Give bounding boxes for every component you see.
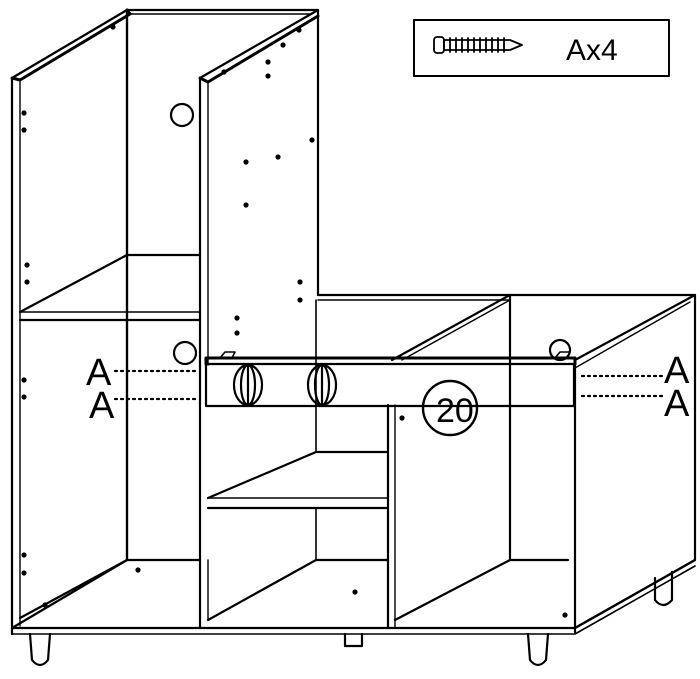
callout-left-lower: A bbox=[89, 385, 115, 427]
leg-front-right bbox=[526, 632, 550, 667]
panel-number: 20 bbox=[436, 392, 474, 430]
callout-right-upper: A bbox=[664, 350, 690, 392]
bottom-panel bbox=[18, 558, 202, 620]
legs bbox=[28, 570, 674, 667]
cam-lock-fitting-right bbox=[306, 363, 338, 407]
leg-front-left bbox=[28, 632, 52, 667]
parts-quantity-label: Ax4 bbox=[566, 34, 618, 67]
callout-lines bbox=[113, 369, 666, 401]
low-cabinet bbox=[206, 293, 697, 634]
low-cabinet-divider bbox=[390, 293, 512, 362]
hole-right bbox=[548, 338, 572, 362]
right-side-panel bbox=[573, 293, 697, 630]
base-plinth bbox=[10, 558, 697, 636]
front-rail-body bbox=[204, 362, 576, 408]
callout-left-upper: A bbox=[86, 352, 112, 394]
center-divider bbox=[198, 8, 320, 630]
front-rail bbox=[204, 351, 577, 408]
pin-holes bbox=[21, 24, 568, 618]
parts-box bbox=[413, 19, 670, 77]
panel-number-badge bbox=[421, 379, 479, 437]
upper-shelf bbox=[18, 253, 202, 314]
leg-middle bbox=[343, 632, 364, 648]
divider-top bbox=[198, 8, 320, 297]
screw-icon bbox=[433, 36, 523, 54]
leg-back-right bbox=[653, 570, 674, 607]
lower-shelf bbox=[206, 450, 390, 500]
callout-right-lower: A bbox=[664, 383, 690, 425]
hole-middle bbox=[172, 340, 198, 366]
tall-cabinet bbox=[10, 8, 320, 630]
cam-lock-fitting-left bbox=[232, 363, 264, 407]
hole-upper bbox=[169, 102, 195, 128]
